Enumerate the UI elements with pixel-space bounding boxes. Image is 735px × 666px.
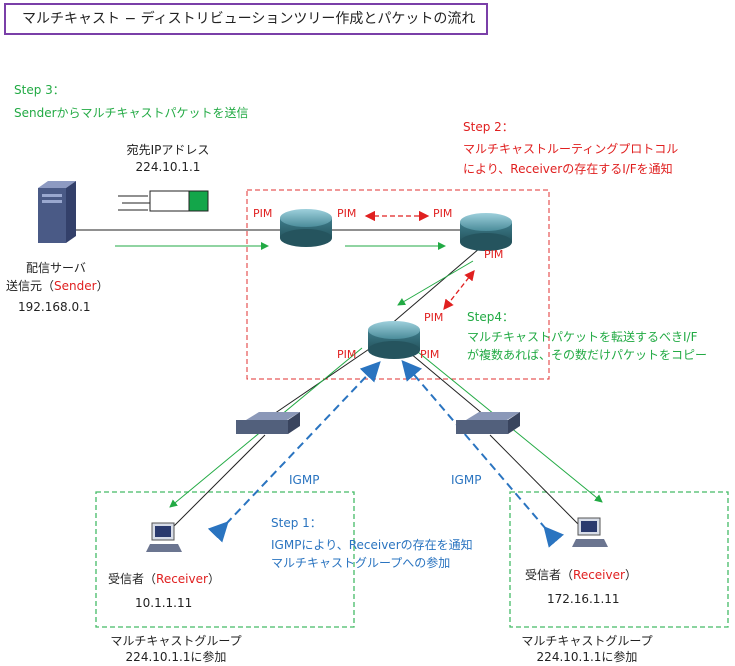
group-right-line1: マルチキャストグループ xyxy=(521,634,653,648)
pc-icon xyxy=(572,517,608,547)
step1-line2: マルチキャストグループへの参加 xyxy=(271,556,451,570)
pim-label: PIM xyxy=(420,348,440,361)
receiver-left-label: 受信者（Receiver） xyxy=(108,572,220,586)
sender-ip: 192.168.0.1 xyxy=(18,300,91,314)
pim-label: PIM xyxy=(424,311,444,324)
step4-line1: マルチキャストパケットを転送するべきI/F xyxy=(467,330,698,344)
group-left-line2: 224.10.1.1に参加 xyxy=(125,650,227,664)
switch-icon xyxy=(236,412,300,434)
step3-heading: Step 3： xyxy=(14,83,65,97)
packet-icon xyxy=(118,190,209,212)
sender-label: 配信サーバ xyxy=(26,261,86,275)
step2-heading: Step 2： xyxy=(463,120,514,134)
network-links xyxy=(76,229,583,531)
pim-domain-box xyxy=(246,189,550,380)
step4-line2: が複数あれば、その数だけパケットをコピー xyxy=(467,348,708,362)
igmp-arrows xyxy=(207,359,564,548)
pc-icon xyxy=(146,522,182,552)
packet-dest-ip: 224.10.1.1 xyxy=(135,160,201,174)
pim-label: PIM xyxy=(484,248,504,261)
switch-icon xyxy=(456,412,520,434)
router-icon xyxy=(280,209,332,247)
pim-label: PIM xyxy=(433,207,453,220)
group-right-line2: 224.10.1.1に参加 xyxy=(536,650,638,664)
receiver-right-ip: 172.16.1.11 xyxy=(547,592,620,606)
packet-dest-label: 宛先IPアドレス xyxy=(126,143,210,157)
pim-label: PIM xyxy=(337,348,357,361)
router-icon xyxy=(460,213,512,251)
receiver-right-label: 受信者（Receiver） xyxy=(525,568,637,582)
igmp-label: IGMP xyxy=(289,473,320,487)
diagram-title: マルチキャスト − ディストリビューションツリー作成とパケットの流れ xyxy=(4,3,488,35)
sender-role-label: 送信元（Sender） xyxy=(6,279,109,293)
step4-heading: Step4： xyxy=(467,310,514,324)
group-box-right xyxy=(509,491,729,628)
server-icon xyxy=(38,181,76,243)
step2-line2: により、Receiverの存在するI/Fを通知 xyxy=(463,162,673,176)
pim-label: PIM xyxy=(253,207,273,220)
pim-label: PIM xyxy=(337,207,357,220)
router-icon xyxy=(368,321,420,359)
step1-heading: Step 1： xyxy=(271,516,322,530)
step1-line1: IGMPにより、Receiverの存在を通知 xyxy=(271,538,473,552)
step3-text: Senderからマルチキャストパケットを送信 xyxy=(14,106,249,120)
group-left-line1: マルチキャストグループ xyxy=(110,634,242,648)
step2-line1: マルチキャストルーティングプロトコル xyxy=(463,142,679,156)
igmp-label: IGMP xyxy=(451,473,482,487)
receiver-left-ip: 10.1.1.11 xyxy=(135,596,193,610)
multicast-flow-arrows xyxy=(115,242,603,508)
pim-signaling-arrows xyxy=(364,210,475,311)
